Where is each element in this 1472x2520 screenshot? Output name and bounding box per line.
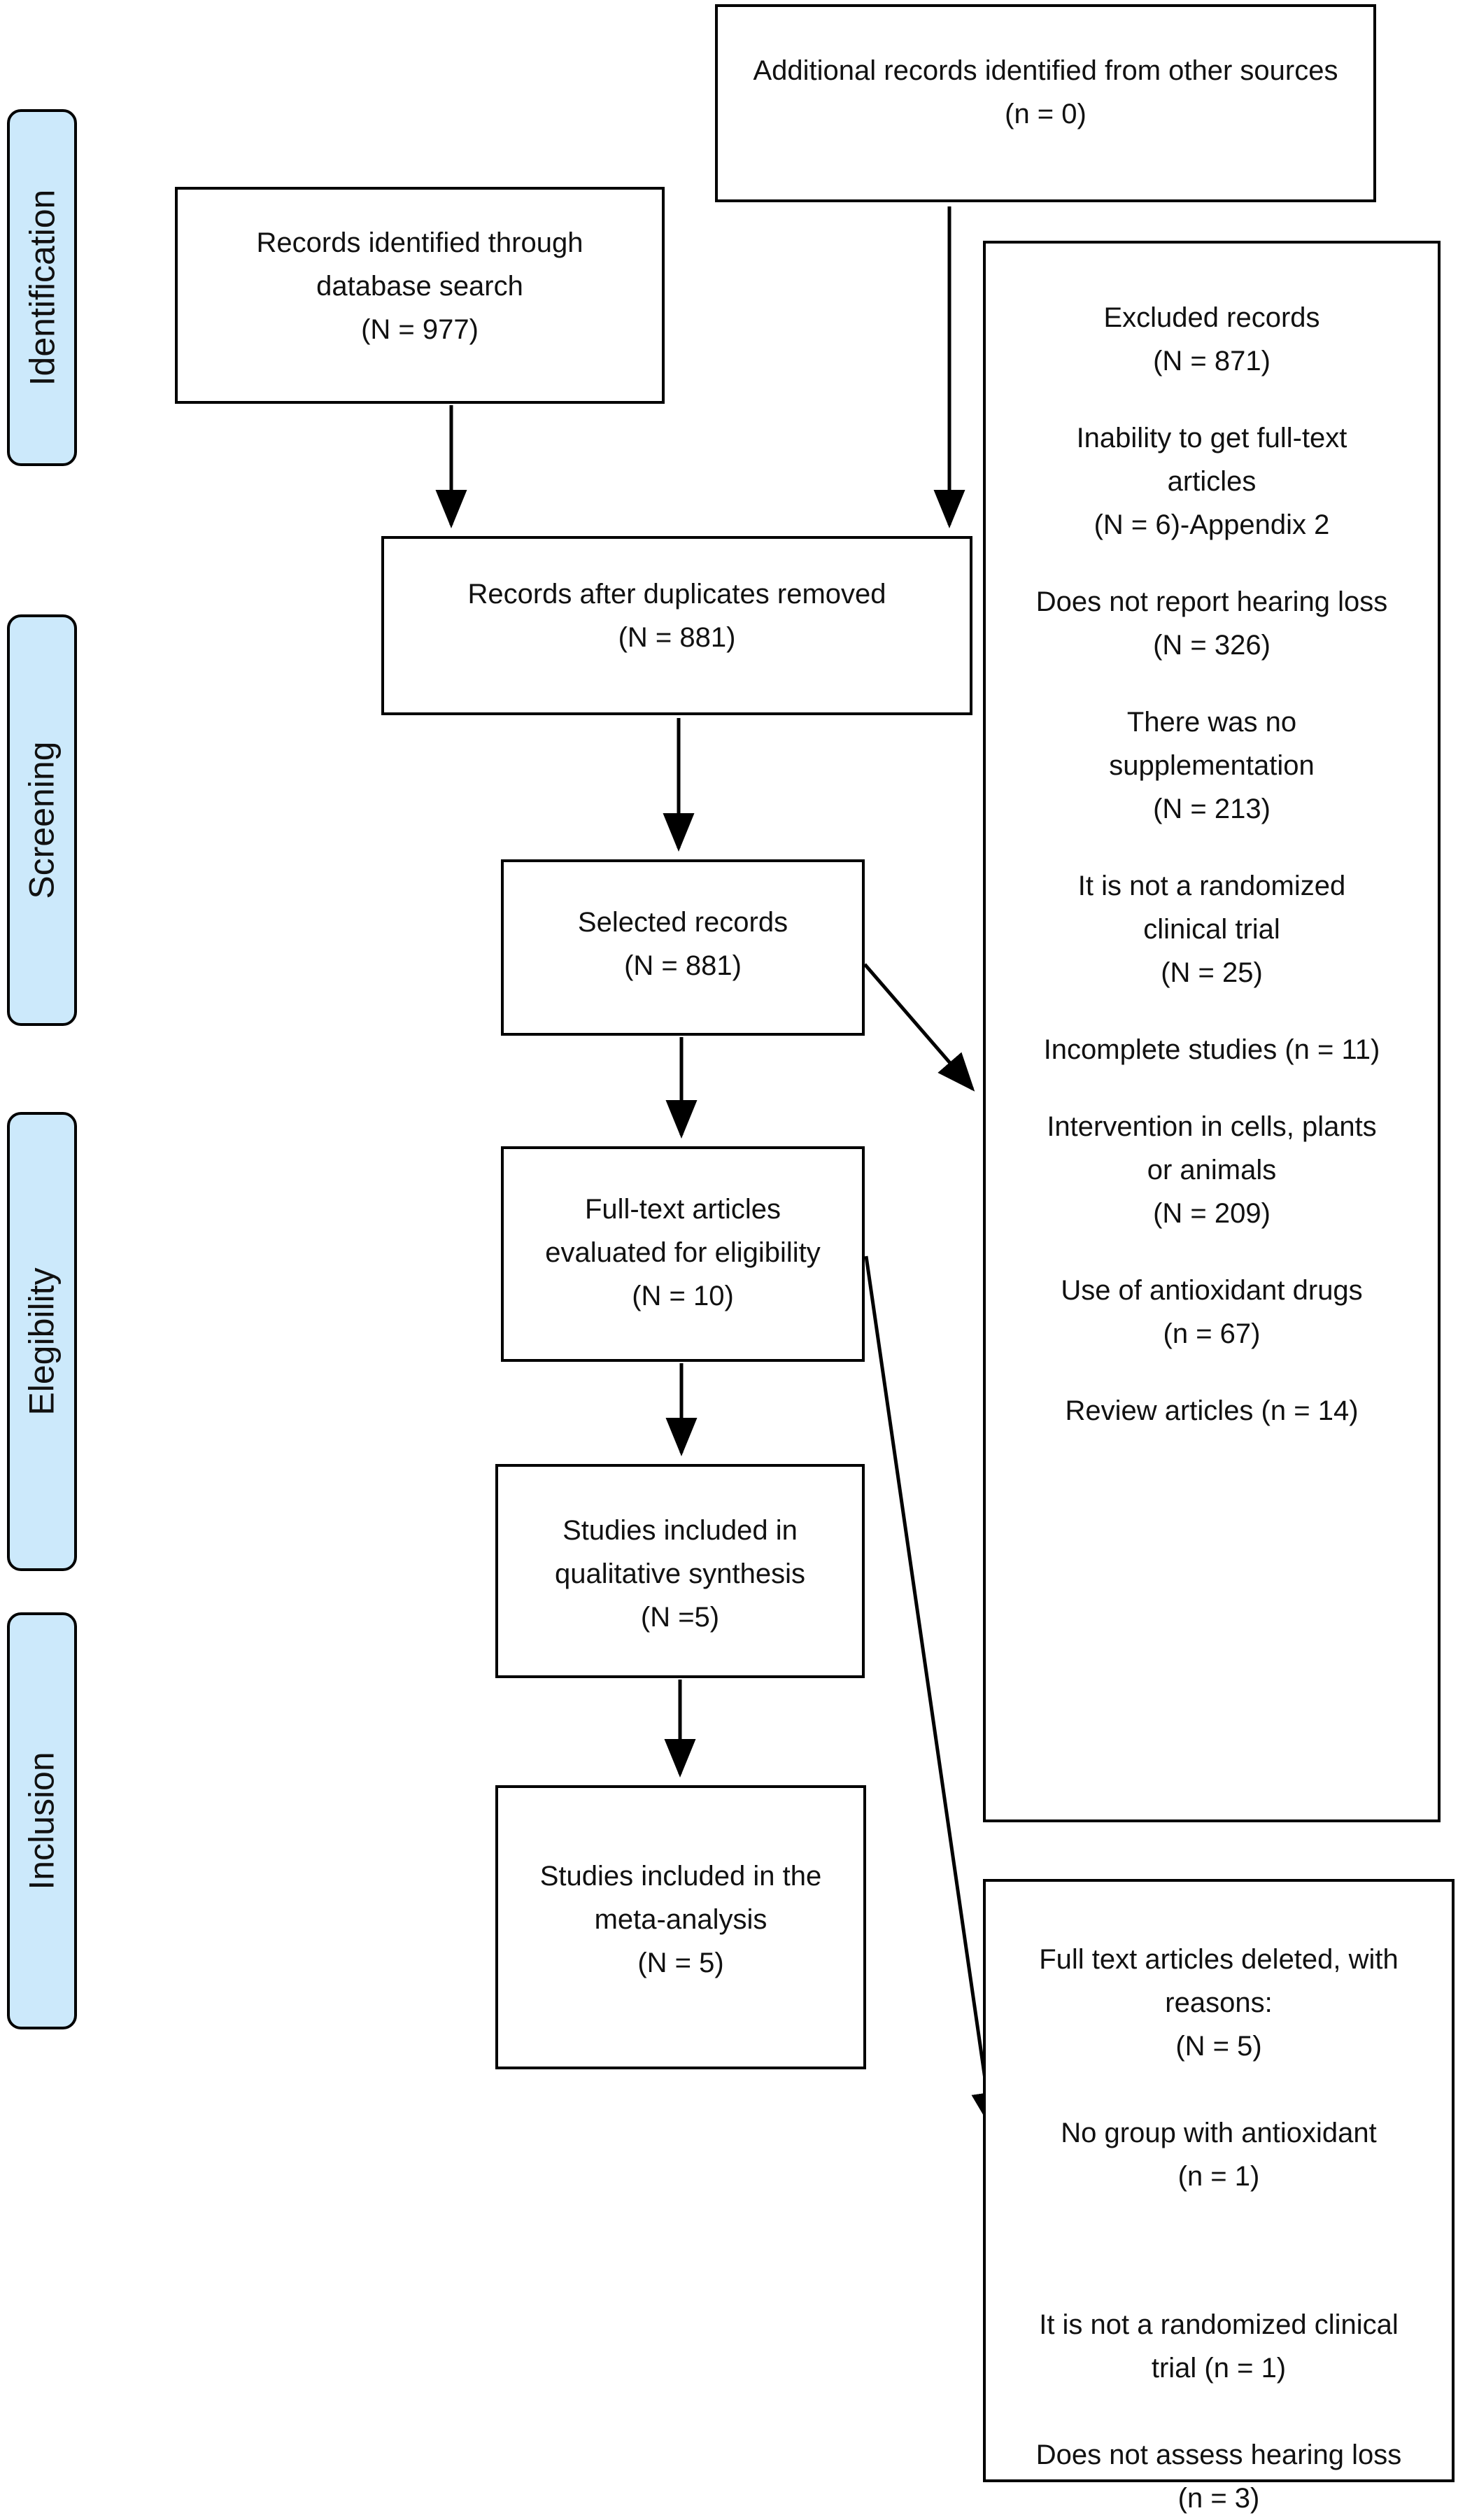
reason-item: Intervention in cells, plants or animals… <box>1047 1111 1377 1229</box>
box-fulltext-evaluated: Full-text articles evaluated for eligibi… <box>501 1146 865 1362</box>
stage-text: Screening <box>22 741 62 899</box>
box-text: Selected records (N = 881) <box>577 907 788 981</box>
arrow-selected-to-excluded <box>863 963 975 1092</box>
reason-item: Inability to get full-text articles (N =… <box>1076 423 1347 540</box>
stage-label-inclusion: Inclusion <box>7 1612 77 2029</box>
box-fulltext-deleted: Full text articles deleted, with reasons… <box>983 1879 1455 2514</box>
box-text: Studies included in qualitative synthesi… <box>555 1515 805 1633</box>
stage-label-screening: Screening <box>7 614 77 1026</box>
stage-text: Elegibility <box>22 1267 62 1416</box>
reason-item: Excluded records (N = 871) <box>1103 302 1320 376</box>
box-qualitative-synthesis: Studies included in qualitative synthesi… <box>495 1464 865 1678</box>
reason-item: Review articles (n = 14) <box>1065 1395 1359 1426</box>
box-text: Records after duplicates removed (N = 88… <box>467 579 886 653</box>
box-additional-records: Additional records identified from other… <box>715 4 1376 202</box>
arrow-fulltext-to-deleted <box>864 1255 1003 2131</box>
box-records-after-duplicates: Records after duplicates removed (N = 88… <box>381 536 972 715</box>
reason-item: Does not assess hearing loss (n = 3) <box>1035 2440 1402 2514</box>
box-records-identified: Records identified through database sear… <box>175 187 665 404</box>
reason-item: It is not a randomized clinical trial (n… <box>1039 2309 1399 2384</box>
box-text: Records identified through database sear… <box>256 227 583 345</box>
box-selected-records: Selected records (N = 881) <box>501 859 865 1036</box>
box-meta-analysis: Studies included in the meta-analysis (N… <box>495 1785 866 2069</box>
box-text: Full-text articles evaluated for eligibi… <box>545 1194 821 1311</box>
reason-item: There was no supplementation (N = 213) <box>1109 707 1315 824</box>
reason-item: Use of antioxidant drugs (n = 67) <box>1061 1275 1363 1349</box>
stage-text: Identification <box>22 189 62 386</box>
reason-item: Does not report hearing loss (N = 326) <box>1035 586 1388 661</box>
stage-label-identification: Identification <box>7 109 77 466</box>
stage-text: Inclusion <box>22 1752 62 1890</box>
box-excluded-records: Excluded records (N = 871) Inability to g… <box>983 241 1441 1822</box>
box-text: Studies included in the meta-analysis (N… <box>539 1861 822 1978</box>
reason-item: Full text articles deleted, with reasons… <box>1039 1944 1399 2062</box>
reason-item: It is not a randomized clinical trial (N… <box>1077 871 1346 988</box>
reason-item: Incomplete studies (n = 11) <box>1043 1034 1380 1065</box>
stage-label-elegibility: Elegibility <box>7 1112 77 1571</box>
reason-item: No group with antioxidant (n = 1) <box>1061 2118 1377 2192</box>
box-text: Additional records identified from other… <box>753 55 1338 129</box>
